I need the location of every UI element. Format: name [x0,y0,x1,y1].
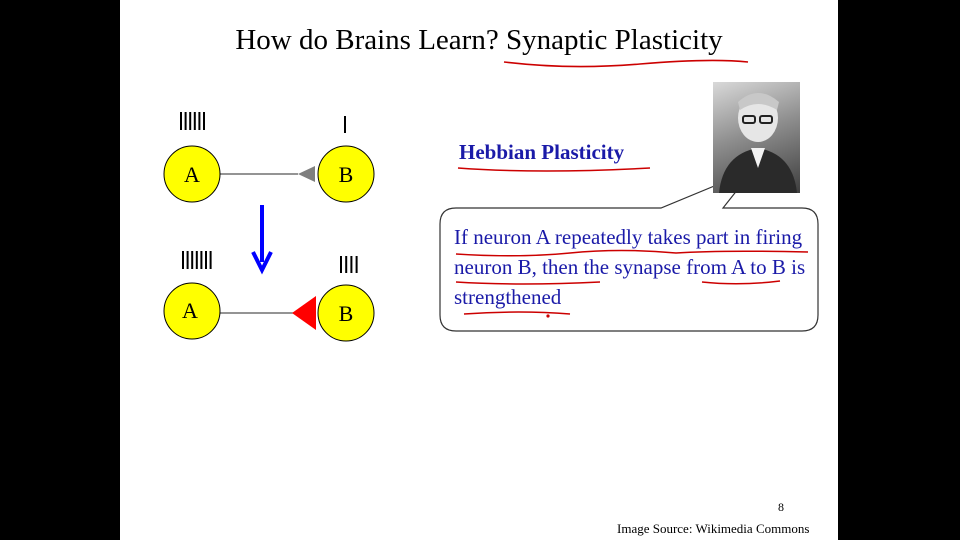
bottom-neuron-b [317,284,375,342]
image-source: Image Source: Wikimedia Commons [617,521,810,536]
quote-underline-2 [455,281,601,285]
top-neuron-a-label: A [184,162,200,187]
top-neuron-a [163,145,221,203]
down-arrow-head [251,251,273,275]
quote-underline-3 [701,280,781,285]
bottom-neuron-a [163,282,221,340]
spike-train-bottom-b [340,256,358,273]
bottom-neuron-b-label: B [339,301,354,326]
quote-underline-4 [463,311,571,315]
spike-train-top-a [180,112,205,130]
page-number: 8 [778,500,784,514]
title-underline [503,59,749,68]
heading-underline [457,167,651,172]
annotation-dot [546,314,550,318]
slide: How do Brains Learn? Synaptic Plasticity… [120,0,838,540]
strong-synapse [292,296,316,330]
weak-synapse [298,166,315,182]
portrait-photo [713,82,800,193]
hebbian-heading: Hebbian Plasticity [459,140,625,164]
hebbian-quote: If neuron A repeatedly takes part in fir… [454,225,806,309]
top-neuron-b-label: B [339,162,354,187]
top-neuron-b [317,145,375,203]
plasticity-diagram: A B A B [163,59,819,342]
bottom-neuron-a-label: A [182,298,198,323]
quote-underline-1 [455,249,809,257]
spike-train-bottom-a [182,251,212,269]
slide-title: How do Brains Learn? Synaptic Plasticity [235,24,723,56]
